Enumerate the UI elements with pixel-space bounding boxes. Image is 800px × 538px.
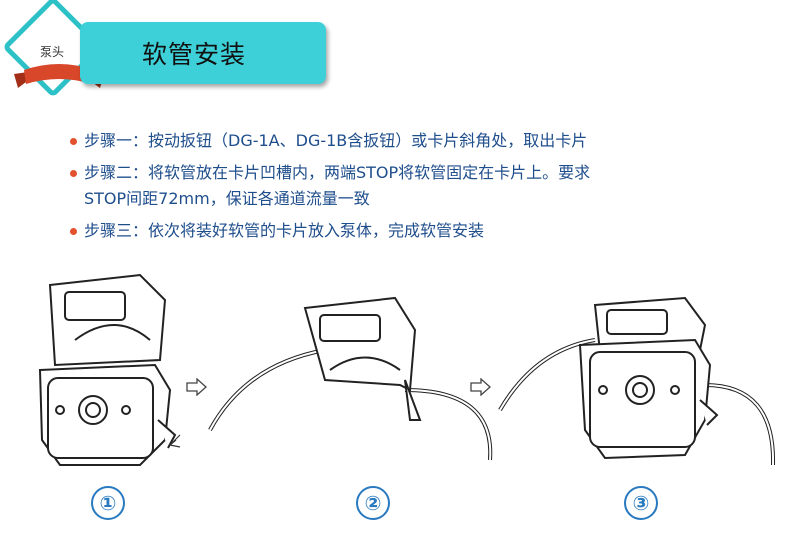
badge-label: 泵头 [40, 45, 65, 59]
pump-head-assembled-illustration [498, 296, 776, 466]
bullet-icon [70, 228, 77, 235]
section-banner: 软管安装 [80, 22, 326, 84]
section-title: 软管安装 [142, 40, 247, 69]
steps-list: 步骤一：按动扳钮（DG-1A、DG-1B含扳钮）或卡片斜角处，取出卡片 步骤二：… [70, 128, 590, 244]
arrow-right-icon [470, 378, 491, 396]
pump-head-open-illustration [38, 273, 181, 466]
figure-number-3: ③ [624, 486, 658, 520]
bullet-icon [70, 170, 77, 177]
figure-number-1: ① [91, 486, 125, 520]
step-1: 步骤一：按动扳钮（DG-1A、DG-1B含扳钮）或卡片斜角处，取出卡片 [70, 128, 590, 154]
step-3: 步骤三：依次将装好软管的卡片放入泵体，完成软管安装 [70, 218, 590, 244]
figure-number-2: ② [356, 486, 390, 520]
arrow-right-icon [186, 378, 207, 396]
bullet-icon [70, 138, 77, 145]
cartridge-with-tube-illustration [208, 296, 493, 461]
